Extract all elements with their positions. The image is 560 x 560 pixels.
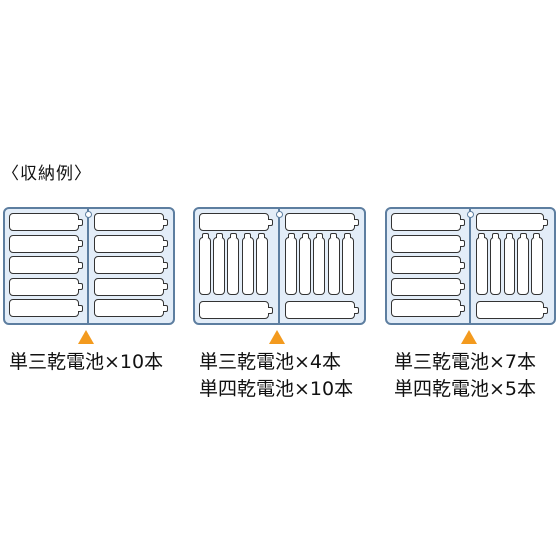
caption-line: 単三乾電池×4本 bbox=[199, 351, 342, 373]
battery-tip-icon bbox=[258, 233, 266, 238]
aa-battery-icon bbox=[199, 301, 269, 319]
aa-battery-icon bbox=[9, 299, 79, 317]
case-divider bbox=[87, 209, 89, 323]
aa-battery-icon bbox=[94, 234, 164, 253]
battery-tip-icon bbox=[163, 283, 168, 290]
aa-battery-icon bbox=[94, 277, 164, 296]
aa-battery-icon bbox=[391, 299, 461, 317]
battery-tip-icon bbox=[460, 304, 465, 312]
caption-line: 単四乾電池×10本 bbox=[199, 378, 354, 400]
caption-1: 単三乾電池×10本 bbox=[9, 349, 163, 376]
battery-tip-icon bbox=[519, 233, 527, 238]
aa-battery-icon bbox=[9, 256, 79, 274]
battery-tip-icon bbox=[78, 218, 83, 226]
battery-tip-icon bbox=[478, 233, 486, 238]
aa-battery-icon bbox=[9, 234, 79, 253]
aa-battery-icon bbox=[391, 234, 461, 253]
aaa-battery-icon bbox=[503, 237, 516, 295]
aaa-battery-icon bbox=[227, 237, 240, 295]
battery-tip-icon bbox=[460, 283, 465, 290]
battery-tip-icon bbox=[543, 306, 548, 314]
section-heading: 〈収納例〉 bbox=[2, 164, 92, 184]
caption-line: 単四乾電池×5本 bbox=[394, 378, 537, 400]
case-divider bbox=[469, 209, 471, 323]
battery-tip-icon bbox=[163, 218, 168, 226]
battery-tip-icon bbox=[78, 304, 83, 312]
aa-battery-icon bbox=[94, 256, 164, 274]
arrow-up-icon bbox=[78, 330, 94, 344]
arrow-up-icon bbox=[461, 330, 477, 344]
aa-battery-icon bbox=[391, 213, 461, 231]
battery-tip-icon bbox=[492, 233, 500, 238]
aaa-battery-icon bbox=[517, 237, 529, 295]
battery-tip-icon bbox=[533, 233, 541, 238]
arrow-up-icon bbox=[269, 330, 285, 344]
aaa-battery-icon bbox=[299, 237, 312, 295]
aaa-battery-icon bbox=[241, 237, 254, 295]
battery-tip-icon bbox=[215, 233, 223, 238]
battery-tip-icon bbox=[354, 218, 359, 226]
aa-battery-icon bbox=[285, 301, 355, 319]
battery-tip-icon bbox=[460, 240, 465, 247]
battery-tip-icon bbox=[315, 233, 323, 238]
caption-line: 単三乾電池×7本 bbox=[394, 351, 537, 373]
aa-battery-icon bbox=[391, 256, 461, 274]
aa-battery-icon bbox=[476, 301, 544, 319]
caption-line: 単三乾電池×10本 bbox=[9, 351, 164, 373]
battery-tip-icon bbox=[460, 261, 465, 269]
battery-tip-icon bbox=[78, 261, 83, 269]
aaa-battery-icon bbox=[476, 237, 488, 295]
battery-case-1 bbox=[3, 207, 175, 325]
caption-3: 単三乾電池×7本 単四乾電池×5本 bbox=[394, 349, 536, 403]
aa-battery-icon bbox=[285, 213, 355, 231]
battery-tip-icon bbox=[460, 218, 465, 226]
aaa-battery-icon bbox=[327, 237, 340, 295]
battery-case-2 bbox=[193, 207, 366, 325]
battery-tip-icon bbox=[268, 306, 273, 314]
battery-tip-icon bbox=[330, 233, 338, 238]
aa-battery-icon bbox=[94, 213, 164, 231]
aa-battery-icon bbox=[199, 213, 269, 231]
battery-tip-icon bbox=[505, 233, 513, 238]
hinge-dot bbox=[276, 211, 283, 218]
battery-tip-icon bbox=[268, 218, 273, 226]
battery-tip-icon bbox=[201, 233, 209, 238]
aaa-battery-icon bbox=[285, 237, 297, 295]
battery-tip-icon bbox=[287, 233, 295, 238]
aaa-battery-icon bbox=[255, 237, 268, 295]
battery-tip-icon bbox=[354, 306, 359, 314]
aaa-battery-icon bbox=[341, 237, 354, 295]
battery-tip-icon bbox=[163, 304, 168, 312]
caption-2: 単三乾電池×4本 単四乾電池×10本 bbox=[199, 349, 353, 403]
battery-tip-icon bbox=[344, 233, 352, 238]
aaa-battery-icon bbox=[313, 237, 326, 295]
aa-battery-icon bbox=[9, 213, 79, 231]
battery-tip-icon bbox=[163, 240, 168, 247]
aa-battery-icon bbox=[94, 299, 164, 317]
aaa-battery-icon bbox=[213, 237, 226, 295]
battery-tip-icon bbox=[301, 233, 309, 238]
aaa-battery-icon bbox=[489, 237, 502, 295]
hinge-dot bbox=[467, 211, 474, 218]
battery-tip-icon bbox=[78, 240, 83, 247]
aa-battery-icon bbox=[9, 277, 79, 296]
aa-battery-icon bbox=[476, 213, 544, 231]
aa-battery-icon bbox=[391, 277, 461, 296]
case-divider bbox=[278, 209, 280, 323]
aaa-battery-icon bbox=[199, 237, 211, 295]
battery-tip-icon bbox=[229, 233, 237, 238]
battery-tip-icon bbox=[78, 283, 83, 290]
battery-tip-icon bbox=[163, 261, 168, 269]
battery-tip-icon bbox=[244, 233, 252, 238]
aaa-battery-icon bbox=[531, 237, 543, 295]
battery-tip-icon bbox=[543, 218, 548, 226]
hinge-dot bbox=[85, 211, 92, 218]
battery-case-3 bbox=[385, 207, 556, 325]
